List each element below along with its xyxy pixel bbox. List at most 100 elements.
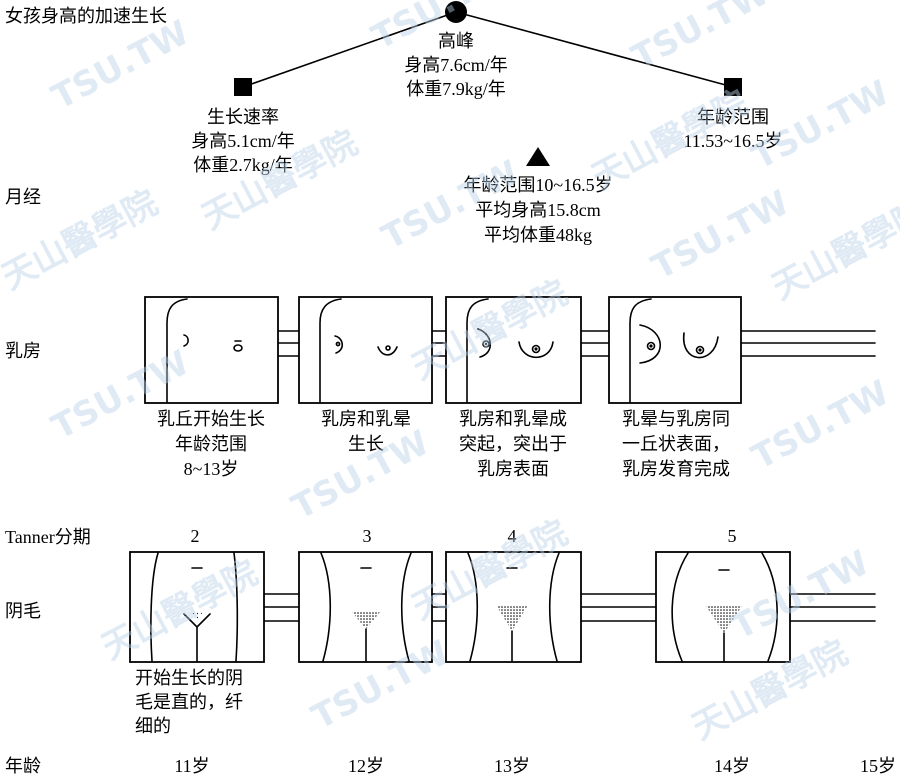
torso-outline [319,298,342,403]
pubic-hair-patch [706,606,742,633]
growth-rate-height: 身高5.1cm/年 [191,131,295,151]
left-areola [482,340,490,348]
breast-panel-stage-5 [608,296,742,404]
left-hip-outline [320,552,332,662]
right-hip-outline [761,552,778,662]
breast-stage-5-line-3: 乳房发育完成 [622,459,730,479]
age-range-label: 年龄范围 [697,107,769,127]
age-15: 15岁 [860,756,896,776]
torso-outline [166,298,188,403]
breast-row-connectors [277,330,876,357]
right-nipple [534,347,538,351]
groin-lines [183,613,211,662]
age-range-marker-square [724,78,742,96]
age-range-text: 年龄范围 11.53~16.5岁 [683,107,782,151]
right-hip-outline [400,552,412,662]
growth-rate-text: 生长速率 身高5.1cm/年 体重2.7kg/年 [191,107,295,175]
right-breast [377,346,398,356]
breast-stage-5-line-2: 一丘状表面， [622,434,730,454]
peak-height: 身高7.6cm/年 [404,55,508,75]
breast-stage-2-line-2: 年龄范围 [175,434,247,454]
left-breast-bud [183,334,189,347]
tanner-stage-5: 5 [728,526,737,546]
tanner-stage-3: 3 [363,526,372,546]
menarche-avg-height: 平均身高15.8cm [475,200,601,220]
pubic-hair-patch [496,605,528,631]
age-12: 12岁 [348,756,384,776]
pubic-panel-stage-3 [298,551,433,663]
left-hip-outline [671,552,689,662]
breast-stage-3-line-1: 乳房和乳晕 [321,409,411,429]
diagram-title: 女孩身高的加速生长 [5,6,167,26]
pubic-note-line-3: 细的 [135,716,171,736]
age-13: 13岁 [494,756,530,776]
row-label-menarche: 月经 [5,187,41,207]
growth-rate-label: 生长速率 [207,107,279,127]
left-nipple [649,344,653,348]
row-label-pubic-hair: 阴毛 [5,601,41,621]
row-label-tanner: Tanner分期 [5,527,91,547]
breast-stage-descriptions: 乳丘开始生长 年龄范围 8~13岁 乳房和乳晕 生长 乳房和乳晕成 突起，突出于… [157,409,730,479]
right-areola [695,345,705,355]
left-breast [477,328,492,358]
sparse-pubic-hair [191,612,203,619]
growth-rate-marker-square [234,78,252,96]
age-axis: 11岁 12岁 13岁 14岁 15岁 [174,756,896,776]
breast-stage-4-line-2: 突起，突出于 [459,434,567,454]
breast-stage-2-line-1: 乳丘开始生长 [157,409,265,429]
torso-outline [466,298,489,403]
age-range-value: 11.53~16.5岁 [683,131,782,151]
right-areola [233,344,243,352]
right-nipple [698,348,702,352]
age-14: 14岁 [714,756,750,776]
breast-stage-3-line-2: 生长 [348,434,384,454]
breast-stage-4-line-1: 乳房和乳晕成 [459,409,567,429]
breast-panel-stage-2 [144,296,279,404]
tree-lines [242,11,734,88]
breast-stage-4-line-3: 乳房表面 [477,459,549,479]
menarche-marker-triangle [526,147,550,166]
menarche-avg-weight: 平均体重48kg [484,225,592,245]
peak-weight: 体重7.9kg/年 [406,79,506,99]
peak-label: 高峰 [438,31,474,51]
left-breast [639,324,662,364]
breast-stage-2-line-3: 8~13岁 [184,459,239,479]
right-breast [683,332,719,359]
torso-outline [629,298,652,403]
age-11: 11岁 [174,756,209,776]
peak-text: 高峰 身高7.6cm/年 体重7.9kg/年 [404,31,508,99]
watermark-tsu-text: TSU.TW [745,373,895,478]
pubic-note-line-1: 开始生长的阴 [135,668,243,688]
pubic-note-line-2: 毛是直的，纤 [135,692,243,712]
breast-panel-stage-3 [298,296,433,404]
pubic-panel-stage-5 [655,551,791,663]
menarche-text: 年龄范围10~16.5岁 平均身高15.8cm 平均体重48kg [463,175,612,245]
watermark-tsu-text: TSU.TW [45,13,195,118]
right-areola [385,345,391,351]
breast-stage-5-line-1: 乳晕与乳房同 [622,409,730,429]
left-hip-outline [150,552,159,662]
pubic-row-connectors [263,593,876,622]
left-areola [646,341,656,351]
height-growth-tree [234,1,742,96]
pubic-hair-note: 开始生长的阴 毛是直的，纤 细的 [135,668,243,736]
left-nipple [484,342,488,346]
right-hip-outline [548,552,560,662]
right-hip-outline [233,552,239,662]
breast-panel-frame [608,296,742,404]
watermark-tsu-text: TSU.TW [625,0,775,78]
menarche-age-range: 年龄范围10~16.5岁 [463,175,612,195]
right-areola [531,344,541,354]
right-breast [518,341,554,359]
left-hip-outline [467,552,479,662]
left-areola [335,341,341,347]
tanner-stage-2: 2 [191,526,200,546]
growth-rate-weight: 体重2.7kg/年 [193,155,293,175]
tanner-stage-4: 4 [508,526,517,546]
pubic-hair-patch [352,612,380,629]
tanner-stage-numbers: 2 3 4 5 [191,526,737,546]
row-label-age: 年龄 [5,756,41,776]
breast-panel-stage-4 [445,296,582,404]
pubic-panel-stage-2 [129,551,265,663]
